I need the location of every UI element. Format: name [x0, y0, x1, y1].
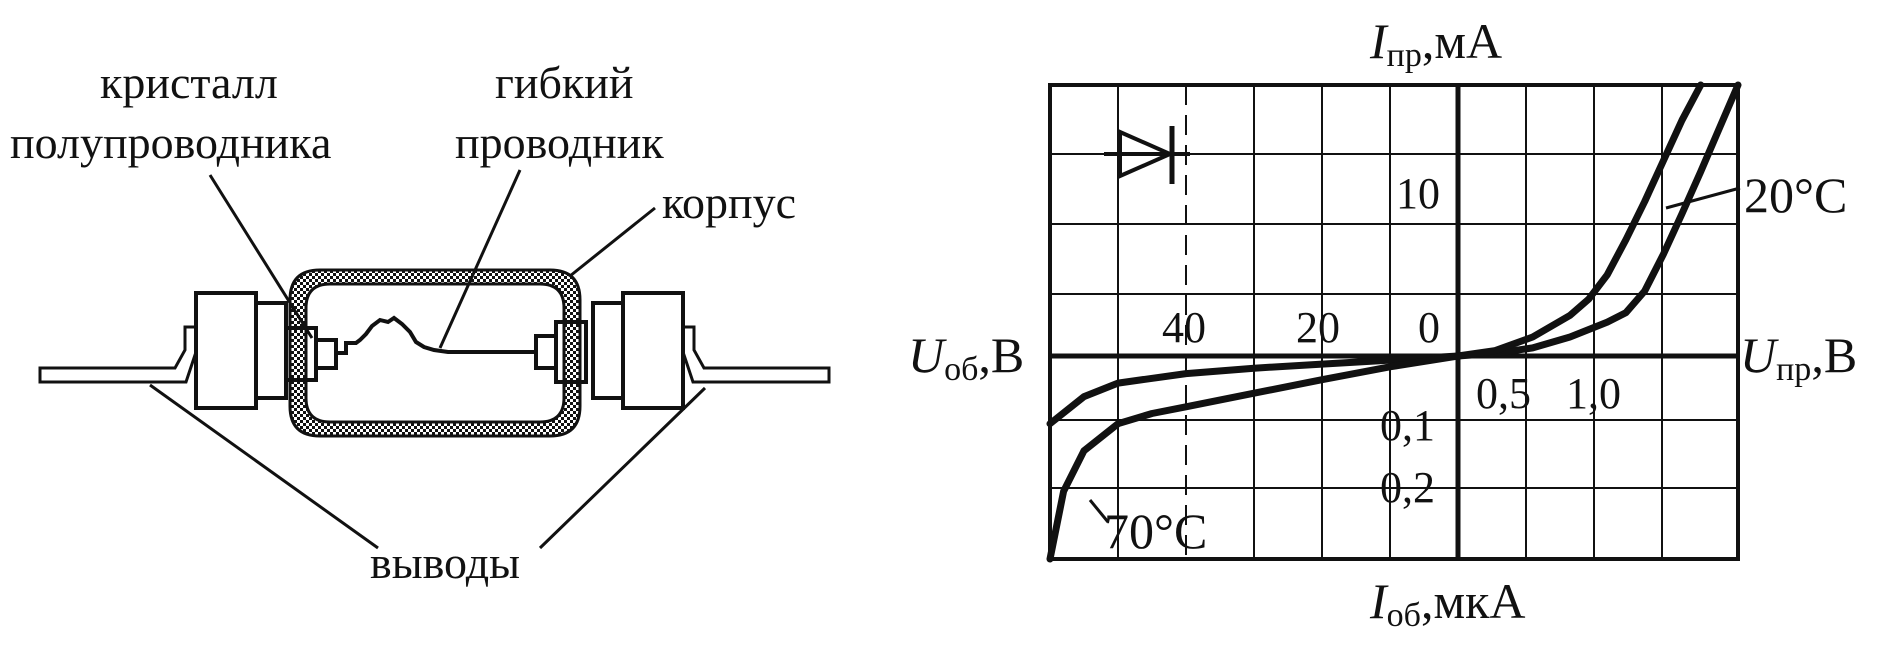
leader-wire — [438, 169, 522, 349]
label-wire-line-1: гибкий — [495, 57, 633, 108]
leader-leads-right — [538, 386, 707, 550]
right-end-collar — [591, 301, 625, 400]
case-body — [288, 268, 582, 438]
label-case: корпус — [662, 177, 796, 228]
iv-characteristic-chart: Iпр,мА Iоб,мкА Uоб,В Uпр,В 40 20 0 0,5 1… — [908, 13, 1857, 634]
tick-reverse-current-02: 0,2 — [1380, 463, 1435, 512]
flexible-wire — [336, 315, 536, 355]
tick-reverse-voltage-0: 0 — [1418, 303, 1440, 352]
left-end-collar — [254, 301, 288, 400]
tick-forward-voltage-10: 1,0 — [1566, 369, 1621, 418]
axis-title-forward-voltage: Uпр,В — [1740, 327, 1857, 388]
tick-reverse-current-01: 0,1 — [1380, 401, 1435, 450]
left-lead — [38, 325, 198, 384]
tick-forward-voltage-05: 0,5 — [1476, 369, 1531, 418]
crystal — [314, 338, 338, 370]
series-curve-20c — [1046, 81, 1742, 428]
series-label-70c: 70°C — [1104, 503, 1207, 559]
label-wire-line-2: проводник — [455, 117, 664, 168]
leader-series-20c — [1665, 186, 1741, 210]
leader-crystal — [208, 174, 314, 339]
right-lead — [681, 325, 831, 384]
label-leads: выводы — [370, 537, 520, 588]
chart-curves — [1046, 81, 1742, 563]
series-curve-70c — [1046, 81, 1705, 563]
leader-case — [569, 206, 656, 278]
tick-reverse-voltage-20: 20 — [1296, 303, 1340, 352]
left-end-cap — [194, 291, 258, 410]
leader-series-70c — [1088, 499, 1110, 523]
diode-icon — [1104, 126, 1190, 184]
leader-leads-left — [149, 383, 379, 550]
axis-title-reverse-voltage: Uоб,В — [908, 327, 1024, 388]
axis-title-forward-current: Iпр,мА — [1369, 13, 1502, 74]
label-crystal-line-1: кристалл — [100, 57, 278, 108]
right-end-cap — [621, 291, 685, 410]
chart-frame — [1048, 83, 1740, 561]
tick-reverse-voltage-40: 40 — [1162, 303, 1206, 352]
diode-construction-diagram: кристалл полупроводника гибкий проводник… — [10, 57, 831, 588]
right-electrode-tip — [534, 334, 558, 370]
series-label-20c: 20°C — [1744, 167, 1847, 223]
tick-forward-current-10: 10 — [1396, 169, 1440, 218]
axis-title-reverse-current: Iоб,мкА — [1369, 573, 1526, 634]
label-crystal-line-2: полупроводника — [10, 117, 331, 168]
